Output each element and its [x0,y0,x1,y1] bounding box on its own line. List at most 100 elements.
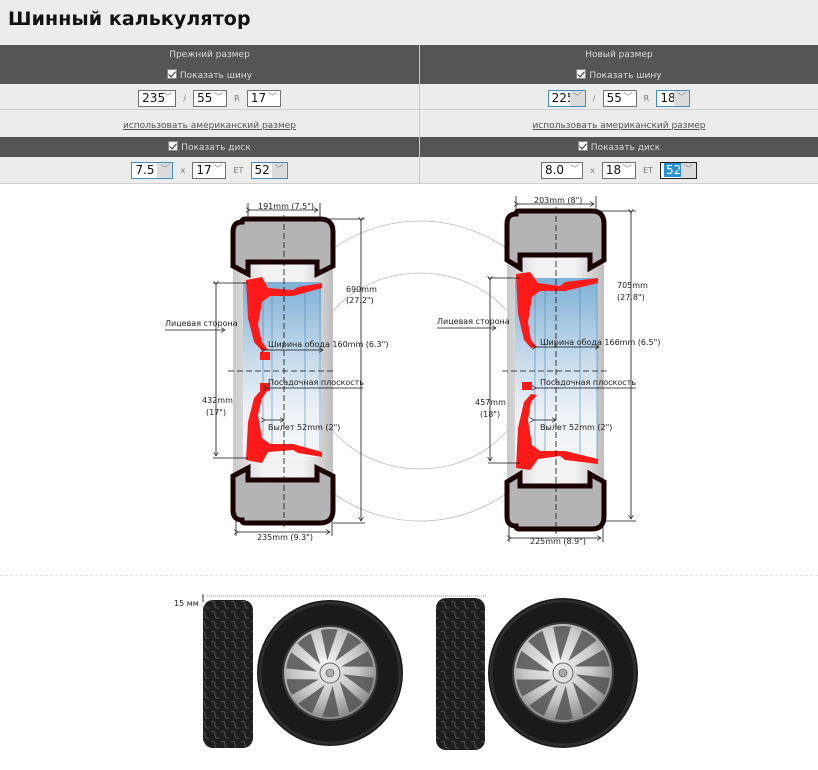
wheel-spoke-gap [286,679,319,695]
chevron-down-icon: ﹀ [214,93,224,103]
old-tire-profile-select[interactable]: 55﹀ [193,90,228,107]
old-show-tire-toggle[interactable]: Показать шину [0,69,419,81]
old-disc-header: Показать диск [0,137,419,157]
old-rim-width-top-label: 191mm (7.5") [258,202,314,211]
new-show-tire-checkbox[interactable] [576,69,587,79]
new-american-size-link[interactable]: использовать американский размер [532,121,706,131]
wheel-spoke-gap [568,630,597,662]
new-disc-diameter-select[interactable]: 18﹀ [601,162,636,179]
old-rim-diameter-in: (17") [206,408,226,417]
old-tire-bottom [230,463,336,526]
old-show-tire-checkbox[interactable] [166,69,177,79]
chevron-down-icon: ﹀ [163,93,173,103]
wheel-spoke-gap [298,684,325,714]
new-show-disc-label: Показать диск [590,143,661,153]
old-size-header: Прежний размер Показать шину [0,45,419,84]
new-dimensions [437,196,636,542]
x-separator: x [180,166,186,175]
et-label: ET [233,166,244,175]
old-tire-top [230,216,336,279]
wheel-spoke-gap [286,652,318,672]
wheel-spoke-gap [322,685,340,717]
old-rim-diameter-mm: 432mm [202,396,233,405]
old-show-disc-checkbox[interactable] [168,141,179,151]
new-rim-width-top-label: 203mm (8") [534,196,582,205]
new-tire-profile-select[interactable]: 55﹀ [602,90,637,107]
old-tire-size-row: 235﹀ / 55﹀ R 17﹀ [0,84,419,110]
old-mounting-plane-label: Посадочная плоскость [268,378,364,387]
new-disc-width-select[interactable]: 8.0﹀ [540,162,583,179]
old-disc-offset-select[interactable]: 52﹀ [250,162,288,179]
old-show-disc-label: Показать диск [181,143,251,153]
new-hub-bottom [522,382,532,390]
old-face-side-label: Лицевая сторона [165,319,238,328]
chevron-down-icon: ﹀ [681,163,697,178]
new-rim-spoke-top [516,272,598,348]
wheel-spoke-gap [554,685,573,720]
slash-separator: / [592,94,596,103]
wheel-spoke-gap [575,674,610,696]
new-rim-width-label: Ширина обода 166mm (6.5") [540,338,660,347]
old-overall-diameter-in: (27.2") [346,296,374,305]
old-rim-width-label: Ширина обода 160mm (6.3") [268,340,388,349]
section-divider [0,575,818,576]
old-dimensions [165,203,365,536]
new-show-tire-label: Показать шину [589,71,662,81]
old-overall-diameter-mm: 690mm [346,285,377,294]
new-tire-width-select[interactable]: 225﹀ [547,90,586,107]
new-disc-offset-select[interactable]: 52﹀ [660,162,698,179]
old-american-row: использовать американский размер [0,110,419,137]
new-show-disc-toggle[interactable]: Показать диск [420,141,818,153]
old-show-disc-toggle[interactable]: Показать диск [0,141,419,153]
wheel-spoke-gap [341,651,374,667]
old-tire-diameter-select[interactable]: 17﹀ [246,90,281,107]
new-dimension-labels: 203mm (8") 705mm (27.8") Лицевая сторона… [437,196,660,546]
chevron-down-icon: ﹀ [267,93,277,103]
chevron-down-icon: ﹀ [623,93,633,103]
old-american-size-link[interactable]: использовать американский размер [123,121,296,131]
new-tire-diameter-select[interactable]: 18﹀ [656,90,691,107]
wheel-spoke-gap [572,681,598,716]
old-show-tire-label: Показать шину [179,71,253,81]
old-disc-diameter-select[interactable]: 17﹀ [192,162,227,179]
wheel-spoke-gap [320,629,338,661]
wheel-spoke-gap [529,684,558,716]
new-tire-top [504,208,607,273]
new-wheel-image [488,598,638,748]
height-difference-label: 15 мм [174,599,199,608]
old-tire-section [228,215,336,528]
old-rim-lines [262,285,321,455]
x-separator: x [590,166,595,175]
new-size-header: Новый размер Показать шину [420,45,818,84]
chevron-down-icon: ﹀ [157,163,173,178]
wheel-spoke-gap [516,650,551,672]
wheel-spoke-gap [297,633,321,665]
old-tire-tread-image [203,600,253,748]
chevron-down-icon: ﹀ [271,163,287,178]
slash-separator: / [183,94,186,103]
tire-visual-comparison [202,594,638,750]
wheel-spoke-gap [339,681,363,713]
new-rim-diameter-in: (18") [480,410,500,419]
new-rim-spoke-bottom [516,394,598,470]
old-tire-width-select[interactable]: 235﹀ [138,90,177,107]
new-tire-size-row: 225﹀ / 55﹀ R 18﹀ [420,84,818,110]
calculator-form: Шинный калькулятор Прежний размер Показа… [0,0,818,184]
old-disc-width-select[interactable]: 7.5﹀ [131,162,174,179]
new-overall-diameter-mm: 705mm [617,281,648,290]
old-disc-size-row: 7.5﹀ x 17﹀ ET 52﹀ [0,157,419,184]
new-mounting-plane-label: Посадочная плоскость [540,378,636,387]
new-tire-width-bottom-label: 225mm (8.9") [530,537,586,546]
new-rim-diameter-mm: 457mm [475,398,506,407]
old-size-heading: Прежний размер [169,50,250,60]
old-dimension-labels: 191mm (7.5") 690mm (27.2") Лицевая сторо… [165,202,388,542]
new-show-disc-checkbox[interactable] [577,141,588,151]
et-label: ET [642,166,653,175]
wheel-spoke-gap [342,674,374,694]
new-tire-bottom [504,469,607,532]
new-show-tire-toggle[interactable]: Показать шину [420,69,818,81]
chevron-down-icon: ﹀ [213,165,223,175]
chevron-down-icon: ﹀ [622,165,632,175]
old-rim-spoke-top [246,277,322,351]
old-offset-label: Вылет 52mm (2") [268,423,340,432]
